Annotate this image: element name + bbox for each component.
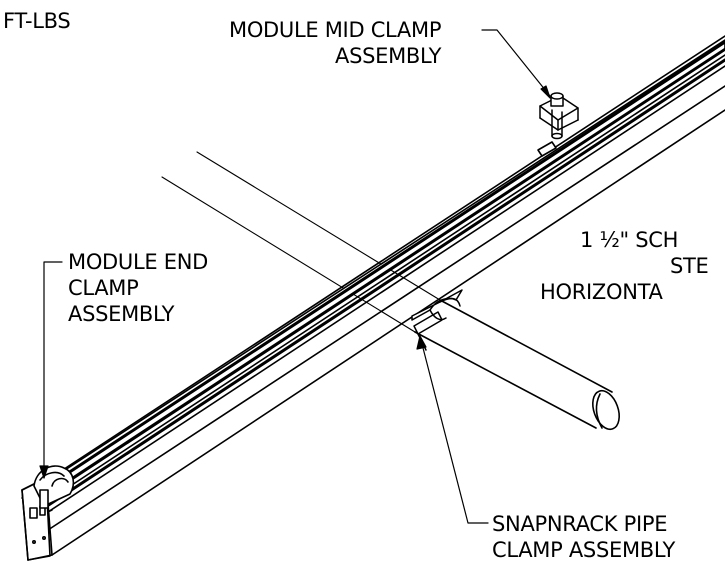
pipe-clamp: [411, 289, 463, 351]
pipe-spec-fraction: ½: [599, 228, 620, 252]
leaders: [39, 29, 551, 524]
pipe-spec-line3: HORIZONTA: [540, 280, 663, 304]
module-end-clamp: [33, 465, 75, 509]
pipe-spec-schedule: " SCH: [619, 228, 679, 252]
pipe-spec-prefix: 1: [580, 228, 600, 252]
module-mid-clamp: [539, 92, 579, 140]
pipe-clamp-label: SNAPNRACK PIPE CLAMP ASSEMBLY: [492, 511, 725, 563]
end-clamp-label-line3: ASSEMBLY: [68, 302, 175, 326]
mid-clamp-label: MODULE MID CLAMP ASSEMBLY: [229, 17, 441, 69]
mid-clamp-label-line2: ASSEMBLY: [335, 44, 442, 68]
pipe-clamp-label-line2: CLAMP ASSEMBLY: [492, 538, 676, 562]
pipe-spec-line1: 1 ½" SCH: [540, 227, 725, 253]
channel-nut: [537, 141, 557, 157]
end-clamp-label-line2: CLAMP: [68, 276, 139, 300]
pipe-spec-line2: STE: [670, 254, 709, 278]
torque-units-label: FT-LBS: [3, 9, 71, 33]
pipe-clamp-label-line1: SNAPNRACK PIPE: [492, 512, 668, 536]
horizontal-pipe: [414, 299, 620, 431]
rail-extrusion: [21, 35, 725, 556]
end-clamp-label-line1: MODULE END: [68, 250, 208, 274]
mid-clamp-label-line1: MODULE MID CLAMP: [229, 18, 442, 42]
end-clamp-label: MODULE END CLAMP ASSEMBLY: [68, 249, 208, 327]
pipe-spec-label: 1 ½" SCH STE HORIZONTA: [540, 227, 725, 305]
